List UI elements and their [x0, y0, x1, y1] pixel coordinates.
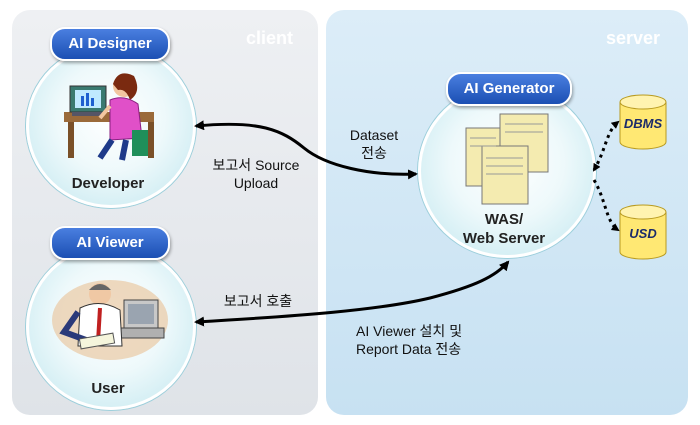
- upload-label-line2: Upload: [233, 175, 279, 191]
- dataset-label-line1: Dataset: [349, 127, 399, 143]
- client-panel-title: client: [246, 28, 294, 48]
- user-label: User: [91, 380, 125, 397]
- call-label: 보고서 호출: [223, 293, 293, 309]
- user-illustration: [52, 280, 168, 360]
- dbms-cylinder: [619, 94, 667, 150]
- upload-label-line1: 보고서 Source: [212, 157, 300, 173]
- dataset-label-line2: 전송: [361, 145, 387, 161]
- usd-label: USD: [629, 226, 657, 241]
- server-panel-title: server: [606, 28, 661, 48]
- dataset-label: Dataset 전송: [336, 126, 412, 162]
- developer-label: Developer: [71, 175, 145, 192]
- install-label-line1: AI Viewer 설치 및: [356, 323, 463, 339]
- install-label-line2: Report Data 전송: [356, 341, 462, 357]
- usd-cylinder: [619, 204, 667, 260]
- was-label: WAS/ Web Server: [444, 210, 564, 248]
- usd-link: [592, 179, 620, 232]
- was-label-line1: WAS/: [484, 211, 524, 228]
- developer-illustration: [64, 73, 154, 161]
- generator-badge: AI Generator: [446, 72, 572, 106]
- designer-badge: AI Designer: [50, 27, 170, 61]
- viewer-badge: AI Viewer: [50, 226, 170, 260]
- server-illustration: [465, 113, 549, 205]
- upload-arrow: [194, 120, 418, 180]
- dbms-link: [592, 120, 620, 172]
- upload-label: 보고서 Source Upload: [196, 156, 316, 192]
- install-label: AI Viewer 설치 및 Report Data 전송: [356, 322, 516, 358]
- call-arrow: [194, 260, 510, 327]
- dbms-label: DBMS: [623, 116, 663, 131]
- was-label-line2: Web Server: [462, 230, 546, 247]
